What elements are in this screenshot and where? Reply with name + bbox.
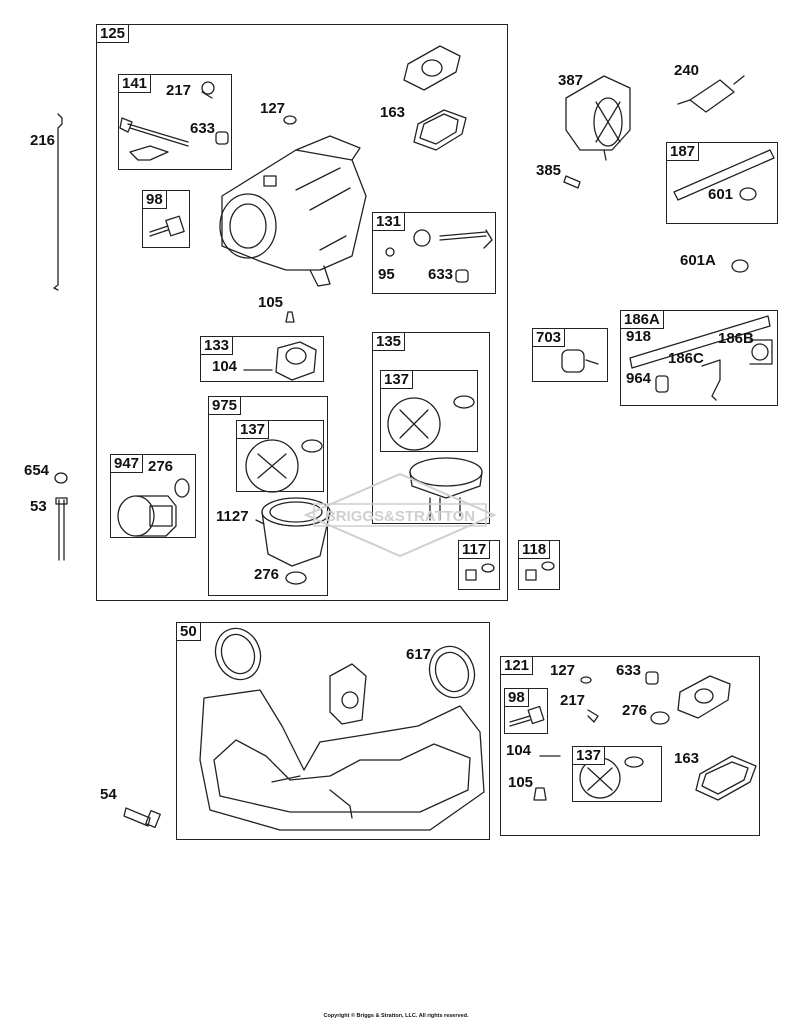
carburetor-body	[219, 135, 367, 287]
label-186c: 186C	[668, 350, 704, 367]
label-127: 127	[550, 662, 576, 679]
label-276: 276	[254, 566, 280, 583]
box-186a: 186A	[620, 310, 778, 406]
box-975-tag: 975	[208, 396, 242, 415]
hose-clamp-part	[731, 259, 749, 273]
box-121: 121	[500, 656, 760, 836]
label-163: 163	[674, 750, 700, 767]
box-133-tag: 133	[200, 336, 234, 355]
box-137-tag: 137	[236, 420, 270, 439]
box-137-in-121: 137	[572, 746, 662, 802]
label-918: 918	[626, 328, 652, 345]
label-385: 385	[536, 162, 562, 179]
label-186b: 186B	[718, 330, 754, 347]
fuel-line-part	[673, 149, 775, 201]
mounting-bolt-part	[123, 807, 161, 829]
fuel-pump-part	[565, 75, 631, 161]
label-216: 216	[30, 132, 56, 149]
label-633: 633	[428, 266, 454, 283]
label-964: 964	[626, 370, 652, 387]
label-127: 127	[260, 100, 286, 117]
copyright-notice: Copyright © Briggs & Stratton, LLC. All …	[323, 1013, 469, 1019]
label-104: 104	[212, 358, 238, 375]
fuel-filter-part	[677, 75, 745, 113]
box-135-tag: 135	[372, 332, 406, 351]
box-125: 125	[96, 24, 508, 601]
float-part	[243, 341, 317, 381]
label-240: 240	[674, 62, 700, 79]
bowl-gasket-part	[245, 439, 323, 493]
welch-plug	[283, 115, 297, 125]
label-654: 654	[24, 462, 50, 479]
box-118-tag: 118	[518, 540, 551, 559]
label-1127: 1127	[216, 508, 249, 525]
box-117: 117	[458, 540, 500, 590]
pump-screw-part	[563, 175, 581, 189]
label-105: 105	[258, 294, 284, 311]
label-217: 217	[166, 82, 192, 99]
box-187: 187	[666, 142, 778, 224]
label-601: 601	[708, 186, 734, 203]
label-633: 633	[190, 120, 216, 137]
label-53: 53	[30, 498, 47, 515]
intake-manifold-part	[199, 627, 485, 831]
label-276: 276	[622, 702, 648, 719]
label-617: 617	[406, 646, 432, 663]
fitting-part	[629, 315, 773, 401]
box-98-tag: 98	[142, 190, 167, 209]
label-104: 104	[506, 742, 532, 759]
throttle-link-rod	[53, 113, 63, 291]
throttle-shaft-part	[385, 229, 493, 283]
label-633: 633	[616, 662, 642, 679]
label-105: 105	[508, 774, 534, 791]
fuel-bowl-part	[255, 497, 331, 585]
box-98-tag: 98	[504, 688, 529, 707]
box-187-tag: 187	[666, 142, 700, 161]
box-947: 947	[110, 454, 196, 538]
label-95: 95	[378, 266, 395, 283]
idle-screw-part	[149, 215, 185, 237]
choke-shaft-part	[119, 81, 229, 161]
box-141: 141	[118, 74, 232, 170]
box-50: 50	[176, 622, 490, 840]
box-117-tag: 117	[458, 540, 491, 559]
solenoid-part	[117, 478, 190, 537]
box-703-tag: 703	[532, 328, 566, 347]
label-163: 163	[380, 104, 406, 121]
box-141-tag: 141	[118, 74, 152, 93]
stud-and-nut-part	[54, 472, 68, 561]
box-137-in-135: 137	[380, 370, 478, 452]
box-135: 135	[372, 332, 490, 524]
label-387: 387	[558, 72, 584, 89]
label-217: 217	[560, 692, 586, 709]
kit-parts	[509, 671, 757, 801]
box-125-tag: 125	[96, 24, 130, 43]
box-131-tag: 131	[372, 212, 406, 231]
label-54: 54	[100, 786, 117, 803]
gasket-part	[403, 45, 467, 151]
box-137-tag: 137	[380, 370, 414, 389]
label-276: 276	[148, 458, 174, 475]
box-121-tag: 121	[500, 656, 534, 675]
needle-part	[285, 311, 295, 323]
box-98-top: 98	[142, 190, 190, 248]
box-131: 131	[372, 212, 496, 294]
box-118: 118	[518, 540, 560, 590]
bowl-gasket-part	[387, 395, 483, 521]
brand-watermark-logo: BRIGGS&STRATTON	[303, 472, 497, 558]
clip-part	[561, 349, 599, 373]
box-703: 703	[532, 328, 608, 382]
box-133: 133	[200, 336, 324, 382]
box-947-tag: 947	[110, 454, 144, 473]
plug-part	[465, 561, 555, 581]
box-186a-tag: 186A	[620, 310, 664, 329]
box-137-tag: 137	[572, 746, 606, 765]
watermark-text: BRIGGS&STRATTON	[325, 508, 475, 525]
box-975: 975	[208, 396, 328, 596]
box-137-in-975: 137	[236, 420, 324, 492]
label-601a: 601A	[680, 252, 716, 269]
box-98-bottom: 98	[504, 688, 548, 734]
box-50-tag: 50	[176, 622, 201, 641]
